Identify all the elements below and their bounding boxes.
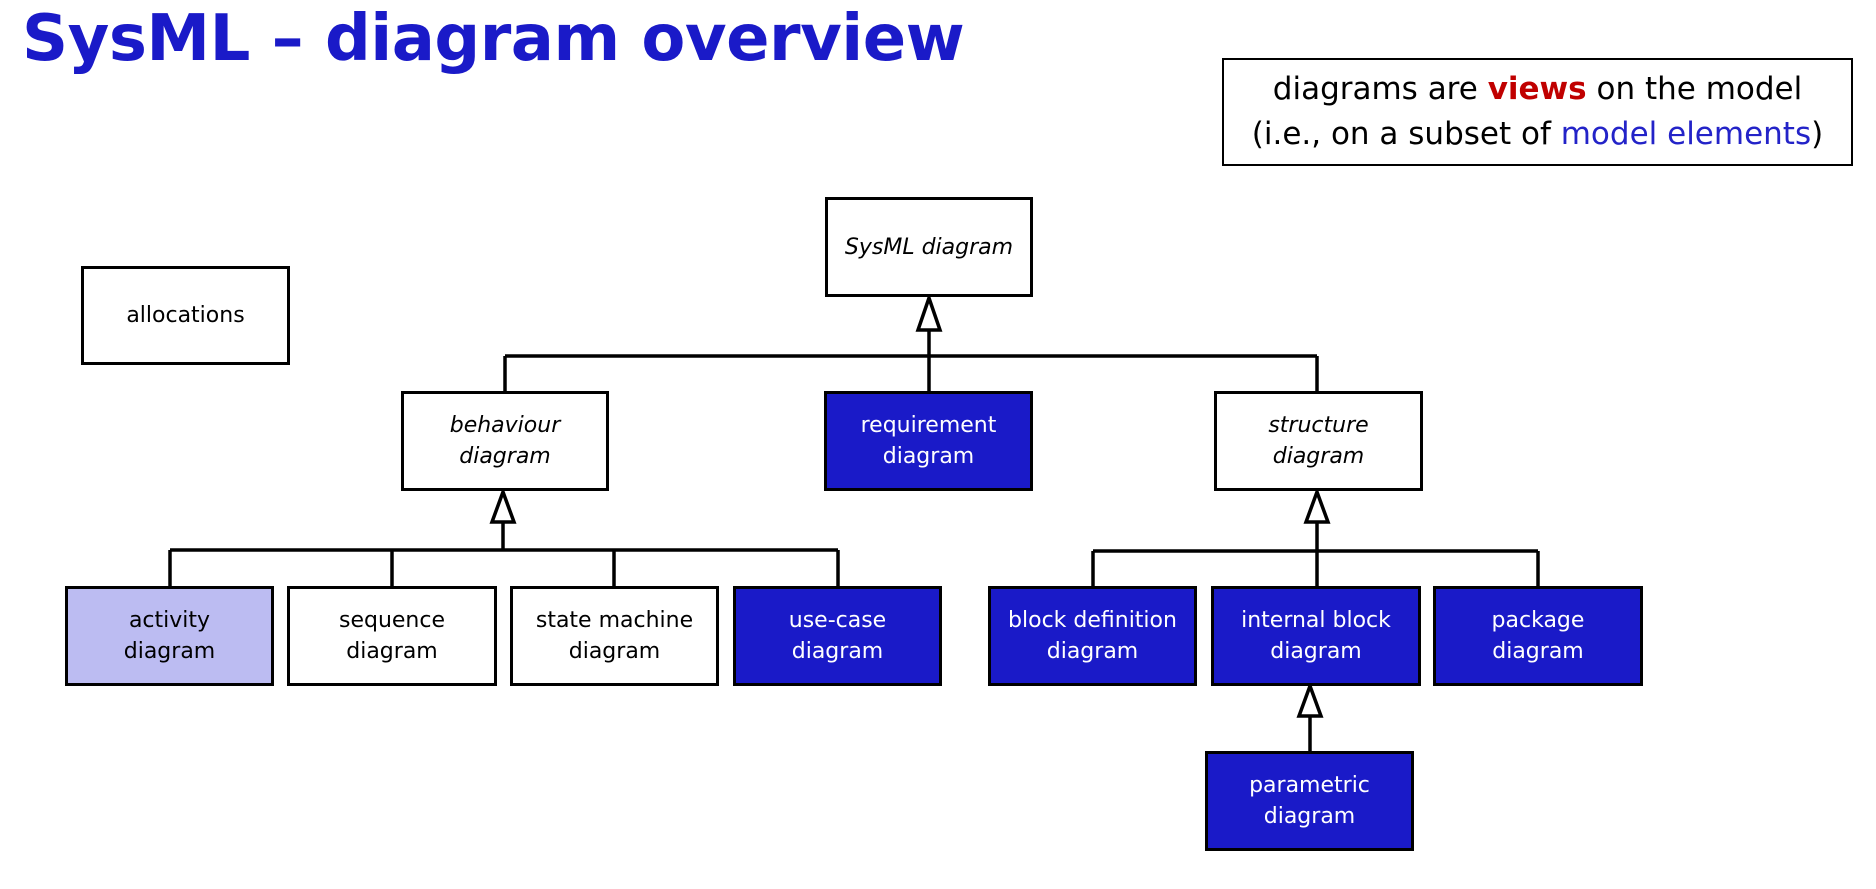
generalization-arrow-structure <box>1303 486 1331 524</box>
box-sysml-diagram: SysML diagram <box>825 197 1033 297</box>
note-line-1: diagrams are views on the model <box>1272 71 1803 107</box>
box-requirement-diagram: requirement diagram <box>824 391 1033 491</box>
box-state-machine-diagram: state machine diagram <box>510 586 719 686</box>
box-internal-block-diagram: internal block diagram <box>1211 586 1421 686</box>
box-sequence-diagram: sequence diagram <box>287 586 497 686</box>
box-activity-diagram: activity diagram <box>65 586 274 686</box>
note-box: diagrams are views on the model (i.e., o… <box>1222 58 1853 166</box>
box-structure-diagram: structure diagram <box>1214 391 1423 491</box>
box-parametric-diagram: parametric diagram <box>1205 751 1414 851</box>
box-behaviour-diagram: behaviour diagram <box>401 391 609 491</box>
box-use-case-diagram: use-case diagram <box>733 586 942 686</box>
generalization-arrow-behaviour <box>489 486 517 524</box>
box-allocations: allocations <box>81 266 290 365</box>
views-highlight: views <box>1487 71 1587 107</box>
box-block-definition-diagram: block definition diagram <box>988 586 1197 686</box>
model-elements-highlight: model elements <box>1560 116 1812 152</box>
box-package-diagram: package diagram <box>1433 586 1643 686</box>
generalization-arrow-sysml <box>915 292 943 332</box>
generalization-arrow-internal-block <box>1296 680 1324 718</box>
note-line-2: (i.e., on a subset of model elements) <box>1251 116 1824 152</box>
page-title: SysML – diagram overview <box>22 2 965 76</box>
